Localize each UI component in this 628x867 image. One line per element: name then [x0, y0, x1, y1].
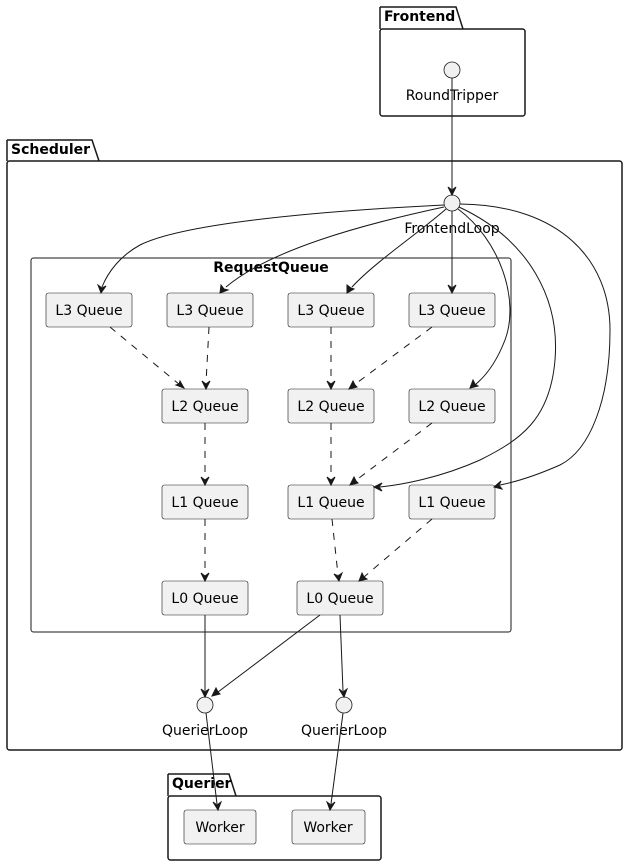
- querier-loop-interface: [335, 696, 353, 714]
- frontend-loop-interface: [443, 194, 461, 212]
- arrowhead: [212, 800, 223, 812]
- arrowhead: [447, 284, 457, 295]
- edge-l3-to-l2-dashed: [109, 326, 181, 386]
- l3-queue-node: L3 Queue: [287, 292, 375, 328]
- l3-queue-node: L3 Queue: [408, 292, 496, 328]
- edge-querierloop-to-worker: [330, 712, 344, 805]
- arrowhead: [372, 482, 383, 492]
- worker-label: Worker: [195, 820, 245, 836]
- arrowhead: [346, 284, 356, 294]
- arrowhead: [358, 571, 369, 582]
- edge-frontendloop-to-l3: [351, 208, 447, 288]
- l1-queue-label: L1 Queue: [297, 495, 364, 511]
- l3-queue-node: L3 Queue: [166, 292, 254, 328]
- l2-queue-label: L2 Queue: [171, 399, 238, 415]
- edge-frontendloop-to-l1-middle: [379, 206, 557, 488]
- arrowhead: [492, 480, 504, 490]
- l3-queue-label: L3 Queue: [55, 303, 122, 319]
- l2-queue-node: L2 Queue: [408, 388, 496, 424]
- l3-queue-node: L3 Queue: [45, 292, 133, 328]
- arrowhead: [219, 283, 230, 294]
- arrowhead: [326, 476, 336, 487]
- arrowhead: [200, 572, 210, 583]
- worker-node: Worker: [291, 809, 366, 845]
- worker-label: Worker: [303, 820, 353, 836]
- l1-queue-node: L1 Queue: [287, 484, 375, 520]
- l1-queue-label: L1 Queue: [171, 495, 238, 511]
- l1-queue-node: L1 Queue: [161, 484, 249, 520]
- edge-l1-to-l0-dashed: [331, 518, 339, 576]
- querier-loop-label: QuerierLoop: [301, 723, 387, 739]
- edge-l1-to-l0-dashed: [363, 518, 433, 578]
- arrowhead: [201, 380, 211, 391]
- edge-frontendloop-to-l3: [101, 204, 445, 288]
- querier-package: Querier: [167, 773, 382, 861]
- request-queue-title: RequestQueue: [213, 260, 329, 276]
- arrowhead: [348, 379, 358, 390]
- edge-l0-to-querierloop: [339, 614, 344, 692]
- scheduler-package: Scheduler: [6, 139, 623, 751]
- arrowhead: [200, 688, 210, 699]
- l1-queue-label: L1 Queue: [418, 495, 485, 511]
- worker-node: Worker: [183, 809, 257, 845]
- arrowhead: [338, 687, 349, 699]
- l2-queue-label: L2 Queue: [297, 399, 364, 415]
- edge-frontendloop-to-l1-right: [459, 203, 611, 486]
- edge-l3-to-l2-dashed: [205, 326, 210, 384]
- arrowhead: [96, 283, 107, 295]
- querier-loop-label: QuerierLoop: [162, 723, 248, 739]
- l0-queue-node: L0 Queue: [296, 580, 384, 616]
- edge-l3-to-l2-dashed: [353, 326, 433, 386]
- arrowhead: [200, 476, 210, 487]
- round-tripper-interface: [443, 61, 461, 79]
- l2-queue-label: L2 Queue: [418, 399, 485, 415]
- l3-queue-label: L3 Queue: [176, 303, 243, 319]
- l3-queue-label: L3 Queue: [297, 303, 364, 319]
- arrowhead: [469, 378, 480, 389]
- edge-querierloop-to-worker: [205, 712, 218, 805]
- l0-queue-node: L0 Queue: [161, 580, 249, 616]
- l2-queue-node: L2 Queue: [161, 388, 249, 424]
- edge-frontendloop-to-l2: [457, 208, 511, 385]
- l2-queue-node: L2 Queue: [287, 388, 375, 424]
- edge-frontendloop-to-l3: [225, 206, 445, 288]
- arrowhead: [325, 800, 336, 812]
- arrowhead: [333, 571, 344, 583]
- l0-queue-label: L0 Queue: [171, 591, 238, 607]
- arrowhead: [349, 475, 359, 486]
- arrowhead: [174, 379, 186, 389]
- arrowhead: [326, 380, 336, 391]
- scheduler-package-title: Scheduler: [11, 142, 90, 158]
- querier-package-title: Querier: [172, 776, 232, 792]
- frontend-package-title: Frontend: [384, 9, 455, 25]
- querier-loop-interface: [196, 696, 214, 714]
- arrowhead: [211, 686, 221, 697]
- request-queue-container: RequestQueue: [30, 257, 512, 633]
- l0-queue-label: L0 Queue: [306, 591, 373, 607]
- l3-queue-label: L3 Queue: [418, 303, 485, 319]
- arrowhead: [447, 186, 457, 197]
- edge-l0-to-querierloop: [217, 614, 321, 693]
- edge-l2-to-l1-dashed: [354, 422, 433, 482]
- l1-queue-node: L1 Queue: [408, 484, 496, 520]
